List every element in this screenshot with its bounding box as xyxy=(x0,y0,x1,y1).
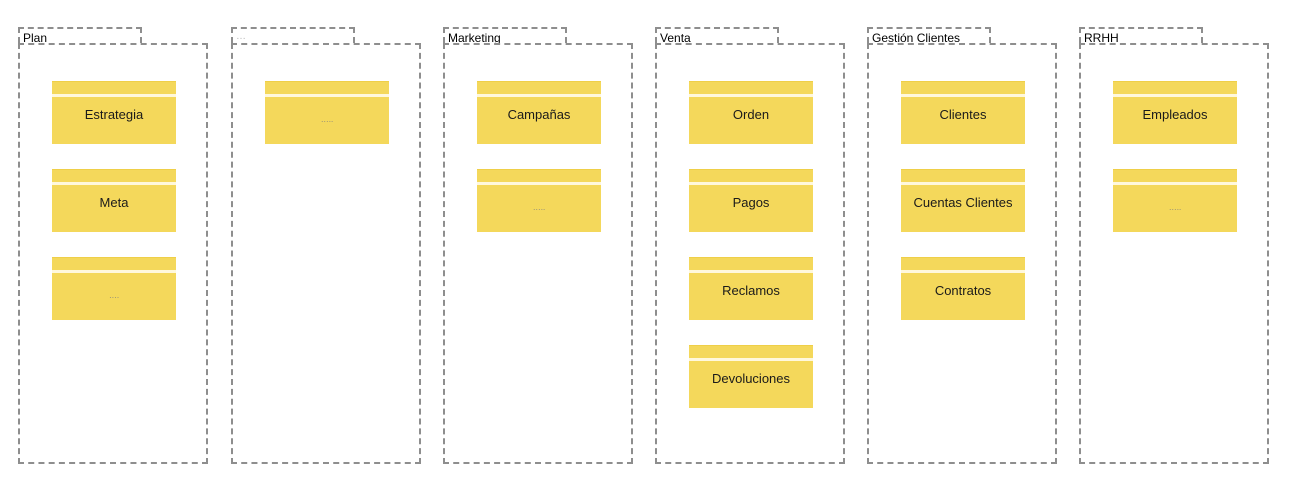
class-box[interactable]: ….. xyxy=(1113,169,1237,232)
class-name: Reclamos xyxy=(722,283,780,298)
class-box[interactable]: Campañas xyxy=(477,81,601,144)
class-name: Campañas xyxy=(507,107,571,122)
class-list: Empleados ….. xyxy=(1113,81,1237,257)
package-body: Campañas ….. xyxy=(443,43,633,464)
class-box[interactable]: Devoluciones xyxy=(689,345,813,408)
class-box[interactable]: Clientes xyxy=(901,81,1025,144)
class-name: …. xyxy=(108,291,120,300)
class-name: ….. xyxy=(1168,203,1182,212)
class-box[interactable]: Estrategia xyxy=(52,81,176,144)
class-name: Contratos xyxy=(934,283,992,298)
class-box[interactable]: Empleados xyxy=(1113,81,1237,144)
package-title: Gestión Clientes xyxy=(872,31,961,45)
class-name: Meta xyxy=(99,195,129,210)
class-box[interactable]: Orden xyxy=(689,81,813,144)
package-title: Plan xyxy=(23,31,48,45)
class-name: Pagos xyxy=(732,195,770,210)
class-box[interactable]: ….. xyxy=(477,169,601,232)
package[interactable]: … ….. xyxy=(231,27,421,464)
class-box[interactable]: Pagos xyxy=(689,169,813,232)
class-name: Cuentas Clientes xyxy=(913,195,1013,210)
package[interactable]: RRHH Empleados ….. xyxy=(1079,27,1269,464)
package-body: ….. xyxy=(231,43,421,464)
package-body: Empleados ….. xyxy=(1079,43,1269,464)
class-name: Devoluciones xyxy=(711,371,791,386)
package-tab: Marketing xyxy=(443,27,567,45)
class-box[interactable]: …. xyxy=(52,257,176,320)
class-name: Estrategia xyxy=(84,107,144,122)
package-title: Venta xyxy=(660,31,691,45)
class-name: Orden xyxy=(732,107,770,122)
class-list: Campañas ….. xyxy=(477,81,601,257)
class-name: ….. xyxy=(532,203,546,212)
class-name: Clientes xyxy=(939,107,987,122)
class-name: Empleados xyxy=(1142,107,1208,122)
class-box[interactable]: Meta xyxy=(52,169,176,232)
class-box[interactable]: ….. xyxy=(265,81,389,144)
package-title: Marketing xyxy=(448,31,501,45)
class-box[interactable]: Reclamos xyxy=(689,257,813,320)
package-title: RRHH xyxy=(1084,31,1119,45)
package-tab: Plan xyxy=(18,27,142,45)
class-list: ….. xyxy=(265,81,389,169)
package-tab: … xyxy=(231,27,355,43)
package-tab: Venta xyxy=(655,27,779,45)
class-box[interactable]: Cuentas Clientes xyxy=(901,169,1025,232)
package-tab: RRHH xyxy=(1079,27,1203,45)
package-tab: Gestión Clientes xyxy=(867,27,991,45)
class-box[interactable]: Contratos xyxy=(901,257,1025,320)
package-title: … xyxy=(236,31,246,42)
class-name: ….. xyxy=(320,115,334,124)
